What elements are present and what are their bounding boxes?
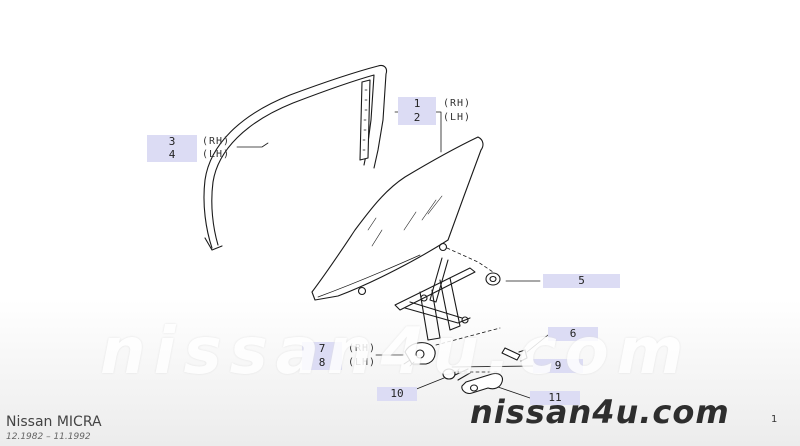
part-5-bushing bbox=[485, 272, 501, 286]
callout-8: 8 bbox=[302, 356, 342, 370]
watermark-small: nissan4u.com bbox=[470, 393, 730, 431]
callout-10: 10 bbox=[377, 387, 417, 401]
callout-2-lh: (LH) bbox=[443, 112, 472, 123]
model-dates: 12.1982 – 11.1992 bbox=[6, 432, 91, 442]
page-number: 1 bbox=[771, 414, 778, 425]
callout-2: 2 bbox=[398, 111, 436, 125]
callout-8-lh: (LH) bbox=[348, 357, 377, 368]
callout-1: 1 bbox=[398, 97, 436, 111]
callout-4-lh: (LH) bbox=[202, 149, 231, 160]
glass-run-channel bbox=[203, 64, 388, 251]
part-9-clip bbox=[454, 368, 471, 381]
callout-9: 9 bbox=[533, 359, 583, 373]
callout-6: 6 bbox=[548, 327, 598, 341]
window-regulator bbox=[394, 257, 476, 367]
callout-11: 11 bbox=[530, 391, 580, 405]
callout-7-rh: (RH) bbox=[348, 343, 377, 354]
watermark-large: nissan4u.com bbox=[100, 315, 692, 389]
callout-3-rh: (RH) bbox=[202, 136, 231, 147]
callout-7: 7 bbox=[302, 342, 342, 356]
callout-5: 5 bbox=[543, 274, 620, 288]
callout-3: 3 bbox=[147, 135, 197, 149]
callout-1-rh: (RH) bbox=[443, 98, 472, 109]
part-6-bolt bbox=[501, 347, 528, 362]
callout-4: 4 bbox=[147, 148, 197, 162]
part-10-escutcheon bbox=[442, 368, 456, 380]
model-name: Nissan MICRA bbox=[6, 414, 102, 430]
part-11-handle bbox=[461, 372, 503, 394]
door-glass bbox=[311, 136, 484, 301]
